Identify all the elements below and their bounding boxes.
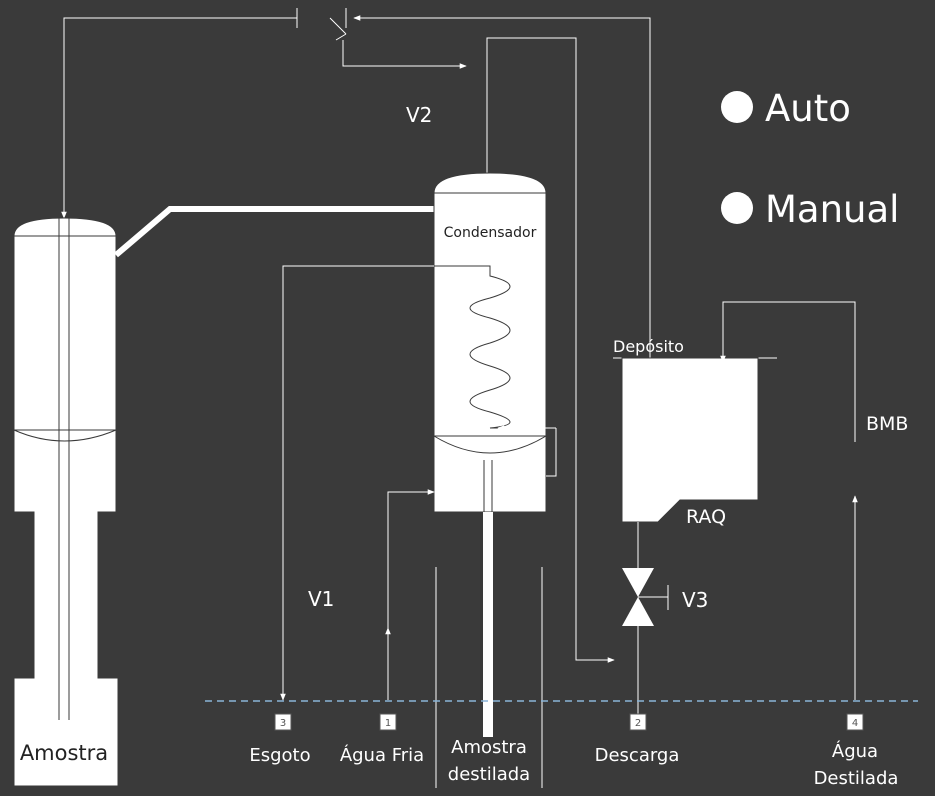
deposit-overflow-pipe [353, 15, 651, 365]
terminal-agua-destilada[interactable]: 4 Água Destilada [814, 713, 899, 789]
terminal-label: Descarga [595, 745, 680, 766]
bmb-return-pipe [720, 301, 856, 442]
condenser-label: Condensador [444, 225, 537, 241]
deposit-tank [613, 357, 777, 523]
vapour-pipe [114, 206, 434, 258]
mode-manual-option[interactable]: Manual [721, 188, 899, 231]
top-valve-cluster[interactable] [296, 8, 467, 69]
terminal-label: Esgoto [249, 745, 310, 766]
terminal-label: Água [832, 740, 878, 762]
raq-label: RAQ [686, 506, 726, 528]
auto-label: Auto [765, 87, 851, 130]
manual-radio-icon[interactable] [721, 192, 753, 224]
terminal-number: 2 [635, 718, 641, 729]
valve-v3-label: V3 [682, 588, 708, 612]
auto-radio-icon[interactable] [721, 91, 753, 123]
sample-column-label: Amostra [20, 741, 108, 765]
cold-water-inlet [387, 489, 435, 628]
terminal-number: 4 [852, 718, 858, 729]
terminal-amostra-destilada: Amostra destilada [448, 737, 530, 785]
terminal-label: Amostra [451, 737, 527, 758]
sample-column: Amostra [13, 217, 119, 787]
terminal-number: 3 [280, 718, 286, 729]
condenser-vent-pipe [486, 37, 615, 663]
terminal-number: 1 [385, 718, 391, 729]
condenser: Condensador [433, 172, 547, 513]
terminal-label-line2: destilada [448, 764, 530, 785]
terminal-descarga[interactable]: 2 Descarga [595, 713, 680, 766]
terminal-label-line2: Destilada [814, 768, 899, 789]
terminal-agua-fria[interactable]: 1 Água Fria [340, 713, 424, 766]
mode-auto-option[interactable]: Auto [721, 87, 851, 130]
manual-label: Manual [765, 188, 899, 231]
distillate-tube [483, 512, 493, 737]
terminal-esgoto[interactable]: 3 Esgoto [249, 713, 311, 766]
terminal-label: Água Fria [340, 744, 424, 766]
coil-inlet-arrow [498, 428, 557, 477]
valve-v3[interactable] [622, 568, 669, 626]
bmb-label: BMB [866, 413, 908, 435]
return-pipe-top [61, 17, 297, 219]
valve-v1-label: V1 [308, 587, 334, 611]
deposit-label: Depósito [613, 337, 684, 356]
coil-outlet-pipe [280, 265, 434, 701]
valve-v2-label: V2 [406, 103, 432, 127]
